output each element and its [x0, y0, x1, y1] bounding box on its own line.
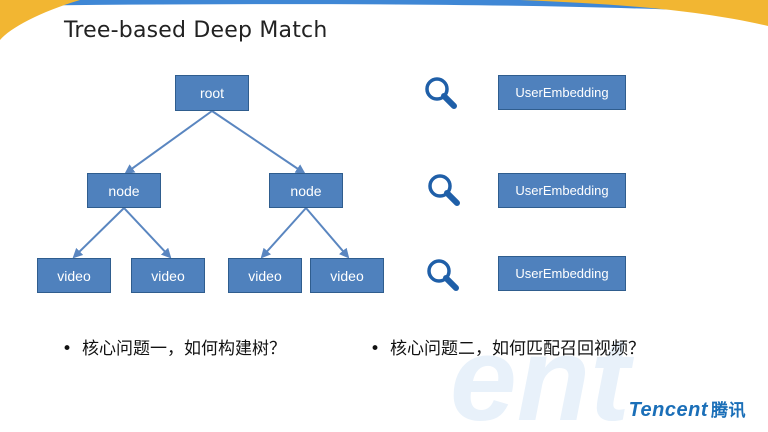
bullet-question-2: • 核心问题二，如何匹配召回视频？ [370, 334, 645, 359]
tree-node-left: node [87, 173, 161, 208]
tree-leaf-video-2: video [131, 258, 205, 293]
bullet-dot: • [370, 339, 381, 359]
slide-title: Tree-based Deep Match [64, 18, 328, 43]
tree-leaf-video-4: video [310, 258, 384, 293]
svg-text:ent: ent [450, 312, 635, 432]
logo-text-en: Tencent [628, 399, 708, 421]
tree-leaf-video-3: video [228, 258, 302, 293]
tree-root-node: root [175, 75, 249, 111]
bullet-text: 核心问题一，如何构建树？ [82, 339, 287, 359]
user-embedding-box-3: UserEmbedding [498, 256, 626, 291]
user-embedding-box-1: UserEmbedding [498, 75, 626, 110]
edge-root-node2 [211, 110, 306, 175]
bullet-text: 核心问题二，如何匹配召回视频？ [390, 339, 646, 359]
edge-root-node1 [124, 110, 213, 175]
magnifier-icon [428, 174, 460, 206]
magnifier-icon [427, 259, 459, 291]
edge-node1-video2 [123, 207, 172, 259]
bullet-question-1: • 核心问题一，如何构建树？ [62, 334, 286, 359]
edge-node1-video1 [72, 207, 125, 259]
tree-leaf-video-1: video [37, 258, 111, 293]
edge-node2-video3 [260, 207, 307, 259]
logo-text-cn: 腾讯 [711, 401, 746, 421]
edge-node2-video4 [305, 207, 350, 259]
magnifier-icon [425, 77, 457, 109]
user-embedding-box-2: UserEmbedding [498, 173, 626, 208]
tree-node-right: node [269, 173, 343, 208]
bullet-dot: • [62, 339, 73, 359]
